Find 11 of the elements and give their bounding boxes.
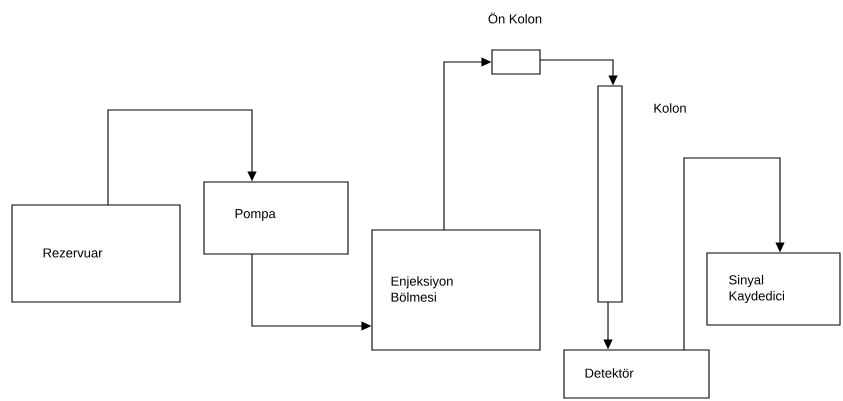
pre-column-box [491, 49, 541, 75]
process-box: Rezervuar [11, 204, 181, 303]
column-tube [597, 85, 623, 303]
process-box: Detektör [563, 349, 710, 399]
process-box: Enjeksiyon Bölmesi [371, 229, 541, 351]
component-label: Kolon [654, 103, 686, 113]
arrow [683, 157, 785, 350]
process-box: Sinyal Kaydedici [706, 252, 841, 326]
process-box: Pompa [203, 181, 349, 255]
component-label: Ön Kolon [488, 12, 542, 24]
arrow [107, 109, 257, 204]
